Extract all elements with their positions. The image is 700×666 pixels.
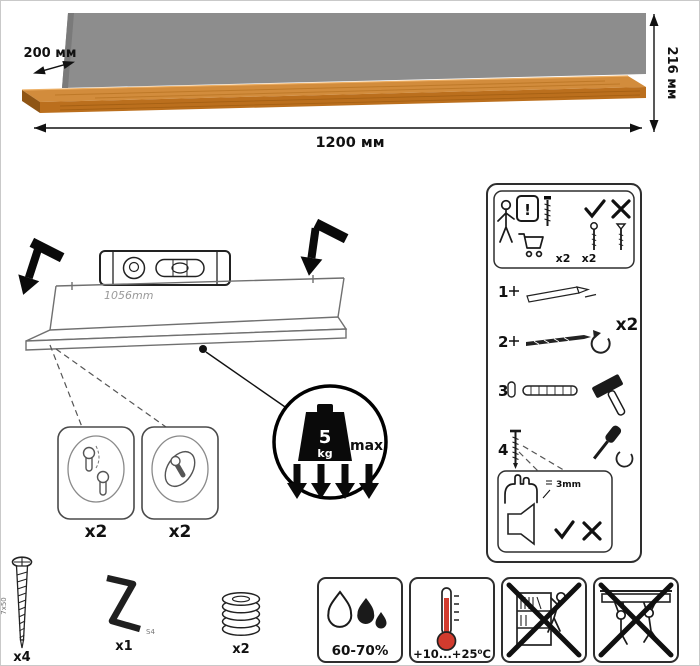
- weight-icon: 5 kg: [298, 404, 352, 461]
- callout-dot: [199, 345, 207, 353]
- equals-icon: [546, 480, 552, 485]
- washer-count: x2: [232, 642, 249, 657]
- weight-max-label: max: [350, 438, 383, 454]
- screwdriver-icon: [592, 425, 622, 460]
- span-label: 1056mm: [104, 289, 153, 302]
- screw-icon: [510, 429, 521, 469]
- weight-limit-badge: 5 kg max: [272, 384, 388, 500]
- depth-dimension: 200 мм: [24, 46, 77, 75]
- cart-icon: [518, 233, 544, 258]
- gap-label: 3mm: [556, 480, 581, 490]
- weight-value: 5: [319, 427, 332, 448]
- step-4-number: 4: [498, 441, 508, 459]
- step-2-number: 2: [498, 333, 508, 351]
- warning-mark: !: [524, 201, 531, 219]
- hex-key-icon: S4 x1: [106, 574, 155, 654]
- washers-icon: x2: [221, 591, 261, 657]
- width-dimension: 1200 мм: [34, 123, 642, 151]
- drill-bit-icon: [526, 335, 591, 346]
- steps-panel: x2 !: [486, 183, 642, 563]
- depth-label: 200 мм: [24, 46, 77, 61]
- water-drops-icon: [327, 590, 387, 629]
- shelf-section-icon: [507, 502, 535, 546]
- screw-size-label: 7x50: [0, 597, 8, 615]
- step-1-row: 1: [498, 283, 597, 303]
- cross-icon: [582, 521, 602, 541]
- check-icon: [584, 199, 606, 219]
- temperature-label: +10...+25⁰C: [413, 647, 491, 661]
- buy-count-a: x2: [556, 252, 571, 265]
- rotate-icon: [615, 451, 634, 468]
- preparation-box: ! x2 x2: [493, 190, 635, 269]
- screw-count: x4: [13, 650, 30, 665]
- warning-icon: [516, 195, 539, 222]
- no-hang-icon: [598, 582, 674, 658]
- hammer-icon: [592, 374, 626, 416]
- weight-unit: kg: [317, 447, 332, 460]
- buy-count-b: x2: [582, 252, 597, 265]
- mount-arrow-right-icon: [300, 218, 349, 276]
- mount-arrow-left-icon: [18, 237, 65, 295]
- no-climb-icon: [506, 582, 582, 658]
- dowel-icon: [522, 385, 578, 396]
- press-hand-icon: [504, 474, 538, 504]
- step-3-number: 3: [498, 382, 508, 400]
- pencil-icon: [526, 286, 597, 303]
- gap-detail-box: 3mm: [497, 470, 613, 553]
- keyhole-left-count: x2: [85, 522, 108, 542]
- width-label: 1200 мм: [315, 135, 384, 151]
- person-icon: [497, 199, 515, 243]
- keyhole-detail-right: x2: [141, 426, 219, 542]
- back-panel: [62, 13, 646, 88]
- thermometer-icon: [436, 587, 459, 651]
- dowel-small-icon: [507, 381, 516, 398]
- check-icon: [554, 520, 575, 540]
- key-count: x1: [115, 639, 132, 654]
- panel-count: x2: [616, 315, 639, 335]
- cross-mark-icon: [509, 336, 519, 346]
- keyhole-right-count: x2: [169, 522, 192, 542]
- height-label: 216 мм: [664, 47, 679, 100]
- step-1-number: 1: [498, 283, 508, 301]
- humidity-label: 60-70%: [332, 643, 389, 659]
- screw-type-good-icon: [590, 222, 598, 250]
- cross-icon: [611, 199, 631, 219]
- temperature-box: +10...+25⁰C: [409, 577, 495, 663]
- step-2-row: 2: [498, 330, 611, 354]
- screw-type-bad-icon: [615, 223, 627, 250]
- rotate-icon: [590, 330, 611, 354]
- keyhole-detail-left: x2: [57, 426, 135, 542]
- step-3-row: 3: [498, 374, 626, 416]
- no-hang-box: [593, 577, 679, 663]
- humidity-box: 60-70%: [317, 577, 403, 663]
- height-dimension: 216 мм: [649, 14, 679, 132]
- no-climb-box: [501, 577, 587, 663]
- cross-mark-icon: [509, 286, 519, 296]
- product-view: [21, 13, 646, 113]
- long-screw-icon: [544, 196, 551, 226]
- key-size-label: S4: [146, 628, 155, 636]
- hardware-screw: 7x50 x4: [0, 556, 33, 665]
- spirit-level-icon: [99, 250, 231, 286]
- shelf-board-end: [22, 90, 40, 113]
- load-arrows-icon: [287, 464, 379, 499]
- shelf-outline-drawing: 1056mm: [25, 275, 348, 428]
